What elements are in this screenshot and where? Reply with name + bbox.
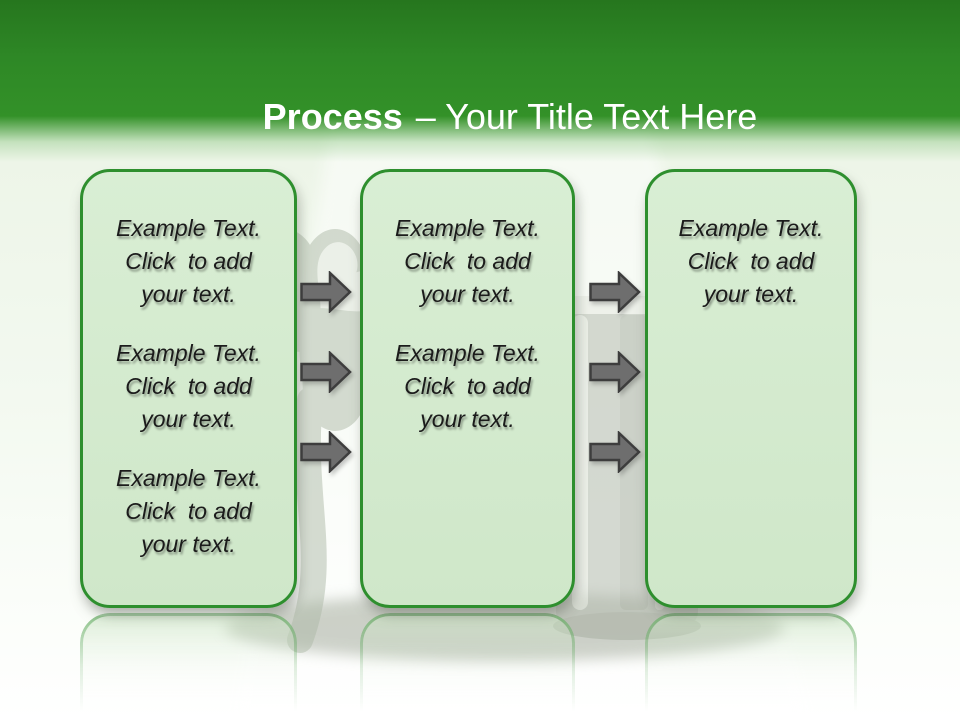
text-line: your text.: [420, 281, 515, 307]
title-topic-text: Process: [262, 96, 403, 137]
text-line: Click to add: [404, 248, 531, 274]
arrow-right-icon: [589, 431, 641, 473]
process-box-2: Example Text. Click to add your text. Ex…: [360, 169, 575, 608]
text-line: Click to add: [125, 248, 252, 274]
process-box-2-reflection: [360, 613, 575, 720]
example-text-paragraph: Example Text. Click to add your text.: [83, 212, 294, 311]
text-line: your text.: [141, 406, 236, 432]
arrow-right-icon: [589, 351, 641, 393]
process-box-1-reflection: [80, 613, 297, 720]
process-box-3-reflection: [645, 613, 857, 720]
process-box-3: Example Text. Click to add your text.: [645, 169, 857, 608]
text-line: Example Text.: [116, 340, 261, 366]
arrow-right-icon: [300, 431, 352, 473]
text-line: your text.: [703, 281, 799, 307]
arrow-right-icon: [300, 271, 352, 313]
title-banner: Process – Your Title Text Here: [0, 0, 960, 170]
title-subtitle-text: – Your Title Text Here: [415, 96, 758, 137]
text-line: Example Text.: [116, 215, 261, 241]
text-line: Click to add: [125, 498, 252, 524]
process-box-1: Example Text. Click to add your text. Ex…: [80, 169, 297, 608]
example-text-paragraph: Example Text. Click to add your text.: [363, 337, 572, 436]
arrow-right-icon: [589, 271, 641, 313]
text-line: your text.: [141, 531, 236, 557]
example-text-paragraph: Example Text. Click to add your text.: [648, 212, 854, 311]
text-line: Example Text.: [395, 340, 540, 366]
text-line: Click to add: [404, 373, 531, 399]
text-line: your text.: [420, 406, 515, 432]
slide-title: Process – Your Title Text Here: [0, 54, 960, 180]
example-text-paragraph: Example Text. Click to add your text.: [83, 462, 294, 561]
text-line: Click to add: [687, 248, 815, 274]
text-line: Example Text.: [678, 215, 824, 241]
example-text-paragraph: Example Text. Click to add your text.: [363, 212, 572, 311]
example-text-paragraph: Example Text. Click to add your text.: [83, 337, 294, 436]
text-line: Example Text.: [395, 215, 540, 241]
text-line: your text.: [141, 281, 236, 307]
text-line: Click to add: [125, 373, 252, 399]
arrow-right-icon: [300, 351, 352, 393]
text-line: Example Text.: [116, 465, 261, 491]
